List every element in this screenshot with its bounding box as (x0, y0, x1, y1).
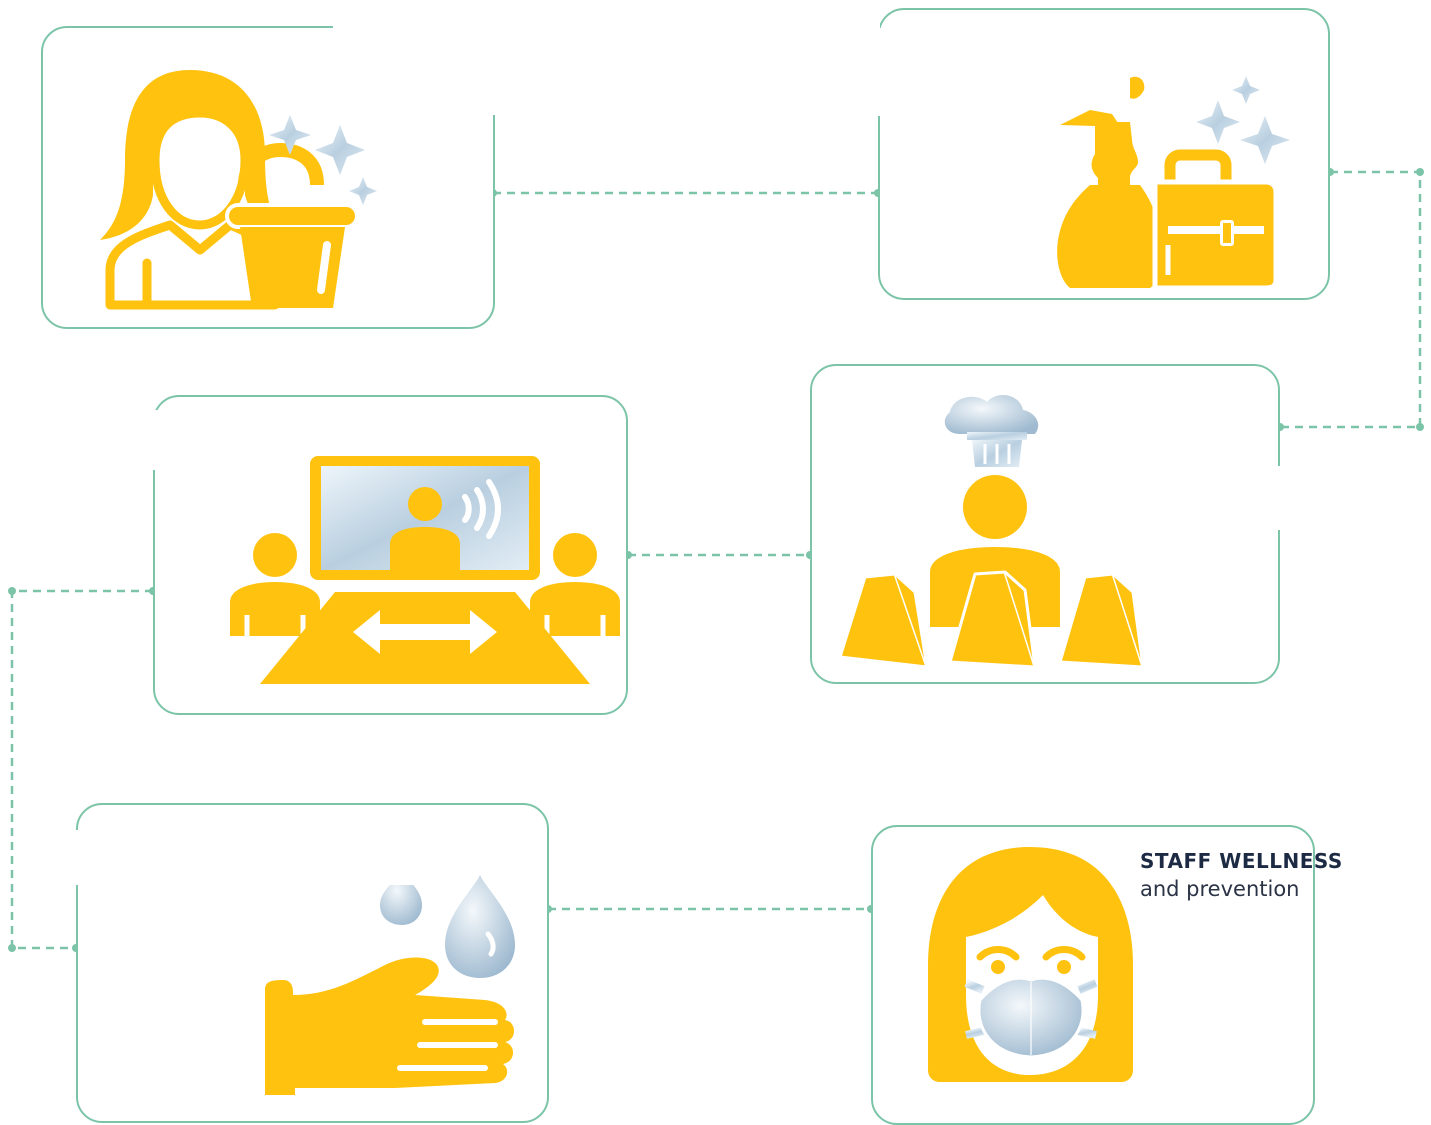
staff-wellness-title: STAFF WELLNESS (1140, 849, 1343, 873)
spray-bottle-briefcase-icon (1057, 76, 1290, 291)
cleaning-staff-icon (100, 70, 377, 310)
glove-water-drop-icon (265, 870, 515, 1095)
chef-packed-meals-icon (838, 395, 1145, 669)
video-conference-icon (230, 456, 620, 684)
face-mask-icon (928, 847, 1133, 1082)
staff-wellness-subtitle: and prevention (1140, 877, 1300, 901)
staff-wellness-label: STAFF WELLNESS and prevention (1140, 848, 1343, 903)
